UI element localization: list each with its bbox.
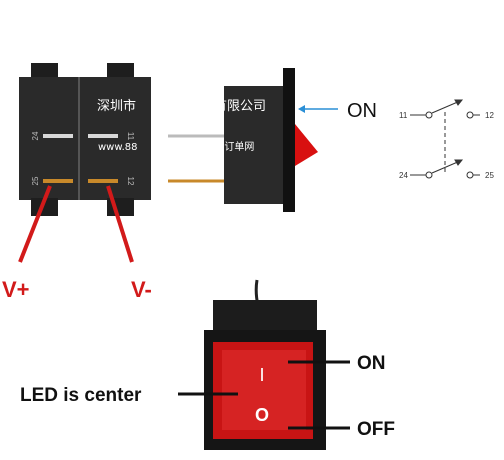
led-label: LED is center (20, 385, 142, 406)
schematic-11: 11 (399, 111, 408, 120)
v-minus-label: V- (131, 277, 152, 302)
schematic-24: 24 (399, 171, 408, 180)
switch-schematic (410, 99, 480, 179)
pin-label-12: 12 (126, 177, 135, 186)
off-label: OFF (357, 419, 395, 440)
schematic-12: 12 (485, 111, 494, 120)
watermark-line1: 深圳市 (97, 98, 136, 114)
on-arrow-head-icon (298, 105, 305, 113)
pin-label-24: 24 (31, 131, 40, 140)
on-side-label: ON (347, 100, 377, 122)
terminal-12 (88, 179, 118, 183)
pin-label-11: 11 (126, 132, 135, 141)
rocker-tip (295, 124, 318, 166)
switch-back-view: 24 11 25 12 (19, 63, 151, 216)
schematic-25: 25 (485, 171, 494, 180)
watermark-line2b: 8订单网 (218, 141, 254, 153)
terminal-24 (43, 134, 73, 138)
v-minus-wire (106, 185, 134, 263)
rocker-o-mark: O (255, 405, 269, 425)
pin-label-25: 25 (31, 176, 40, 185)
switch-side-view (168, 68, 318, 212)
watermark-line2: www.88 (98, 142, 138, 153)
on-label: ON (357, 353, 386, 374)
terminal-11 (88, 134, 118, 138)
v-plus-wire (18, 185, 52, 263)
rocker-i-mark: I (259, 365, 264, 385)
switch-photo: I O (204, 279, 326, 450)
terminal-25 (43, 179, 73, 183)
v-plus-label: V+ (2, 277, 30, 302)
watermark-line1b: 有限公司 (214, 99, 266, 114)
